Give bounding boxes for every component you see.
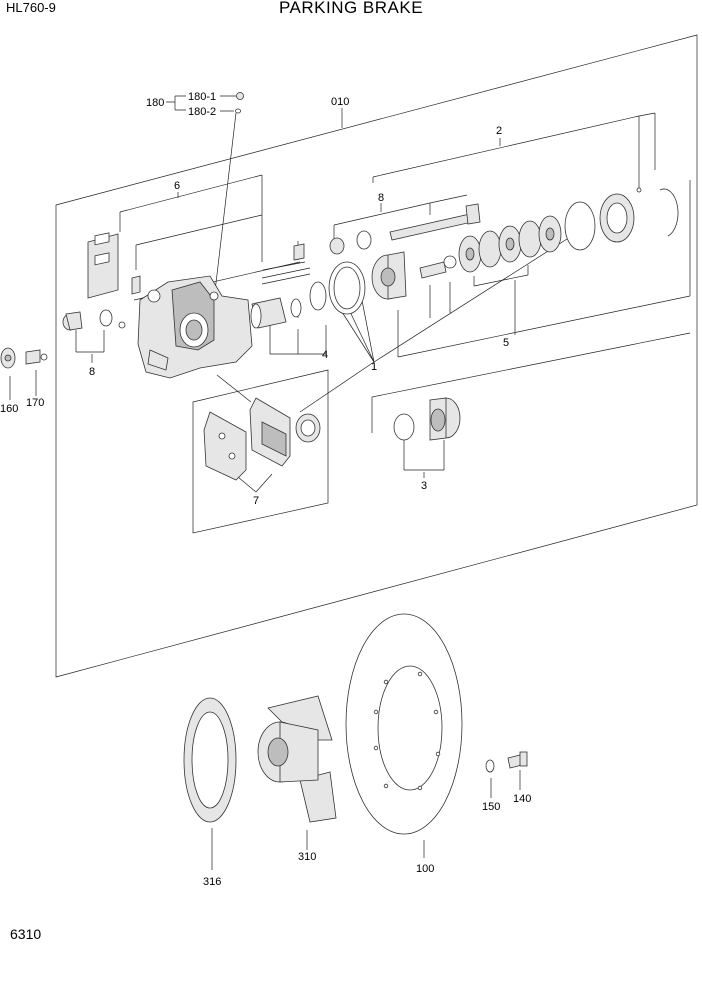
callout-5: 5 xyxy=(503,337,509,349)
callout-316: 316 xyxy=(203,876,221,888)
callout-6: 6 xyxy=(174,180,180,192)
part-bolt-8 xyxy=(329,203,481,255)
part-bearing-3 xyxy=(393,397,461,441)
model-label: HL760-9 xyxy=(6,0,56,15)
pad-group-frame xyxy=(192,369,329,534)
part-brake-pads-7 xyxy=(203,397,291,481)
callout-180-2: 180-2 xyxy=(188,106,216,118)
callout-7: 7 xyxy=(253,495,259,507)
page-number: 6310 xyxy=(10,926,42,942)
part-caliper-housing xyxy=(137,275,253,379)
assembly-010-frame xyxy=(55,34,698,678)
part-left-sleeve-8 xyxy=(62,309,113,331)
leader-lines xyxy=(9,95,691,870)
part-seals-1 xyxy=(295,261,366,443)
callout-180: 180 xyxy=(146,97,164,109)
callout-8-left: 8 xyxy=(89,366,95,378)
part-160-170 xyxy=(0,347,48,369)
part-oil-seal-316 xyxy=(183,697,237,823)
callout-labels: 180 180-1 180-2 010 2 6 8 8 4 1 5 3 7 16… xyxy=(0,91,531,888)
callout-140: 140 xyxy=(513,793,531,805)
part-brake-disc-100 xyxy=(345,613,463,835)
part-bolt-washer-140-150 xyxy=(485,751,528,773)
callout-2: 2 xyxy=(496,125,502,137)
part-disc-spring-stack-5 xyxy=(458,215,562,273)
part-yoke-flange-310 xyxy=(257,695,337,823)
part-180-screw xyxy=(235,92,244,114)
callout-310: 310 xyxy=(298,851,316,863)
part-cover-plate-6 xyxy=(87,232,119,299)
callout-100: 100 xyxy=(416,863,434,875)
page-title: PARKING BRAKE xyxy=(278,0,424,17)
part-bleed-nipple xyxy=(118,275,141,329)
callout-170: 170 xyxy=(26,397,44,409)
part-end-cap-2 xyxy=(564,187,679,251)
callout-1: 1 xyxy=(371,361,377,373)
callout-8-top: 8 xyxy=(378,192,384,204)
callout-3: 3 xyxy=(421,480,427,492)
callout-150: 150 xyxy=(482,801,500,813)
part-spring-guide xyxy=(371,251,457,300)
callout-010: 010 xyxy=(331,96,349,108)
callout-180-1: 180-1 xyxy=(188,91,216,103)
callout-160: 160 xyxy=(0,403,18,415)
callout-4: 4 xyxy=(322,349,328,361)
part-piston-4 xyxy=(250,243,311,329)
